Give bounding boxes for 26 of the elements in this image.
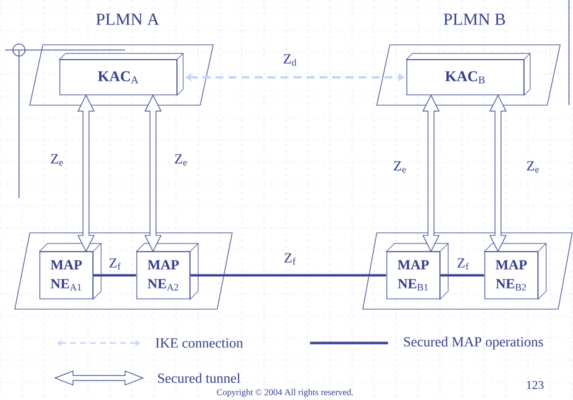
edge-label: Z$_{e}$ [175, 154, 187, 166]
legend-label: Secured MAP operations [404, 336, 543, 350]
edge-label: Z$_{e}$ [527, 161, 539, 173]
connection-line [190, 274, 386, 276]
connection-line [94, 274, 136, 276]
network-element-box: MAP NE$_{B1}$ [386, 243, 448, 300]
network-element-box: MAP NE$_{A1}$ [39, 243, 102, 300]
network-plane [362, 232, 573, 310]
edge-label: Z$_{d}$ [284, 54, 296, 66]
edge-label: Z$_{f}$ [110, 258, 121, 270]
connection-line [440, 274, 484, 276]
key-center-box: KAC$_{B}$ [406, 53, 530, 96]
key-center-box: KAC$_{A}$ [59, 53, 184, 96]
page-number: 123 [527, 380, 544, 390]
edge-label: Z$_{f}$ [284, 253, 296, 265]
node-label: PLMN B [444, 14, 505, 25]
network-element-box: MAP NE$_{A2}$ [136, 243, 198, 300]
edge-label: Z$_{e}$ [51, 154, 63, 166]
legend-label: Secured tunnel [158, 373, 240, 383]
edge-label: Z$_{e}$ [394, 161, 406, 173]
node-label: PLMN A [96, 14, 160, 25]
network-plane [14, 232, 233, 310]
legend-label: IKE connection [156, 338, 243, 348]
copyright-note: Copyright © 2004 All rights reserved. [216, 388, 353, 398]
network-element-box: MAP NE$_{B2}$ [484, 243, 546, 300]
edge-label: Z$_{f}$ [458, 258, 469, 270]
